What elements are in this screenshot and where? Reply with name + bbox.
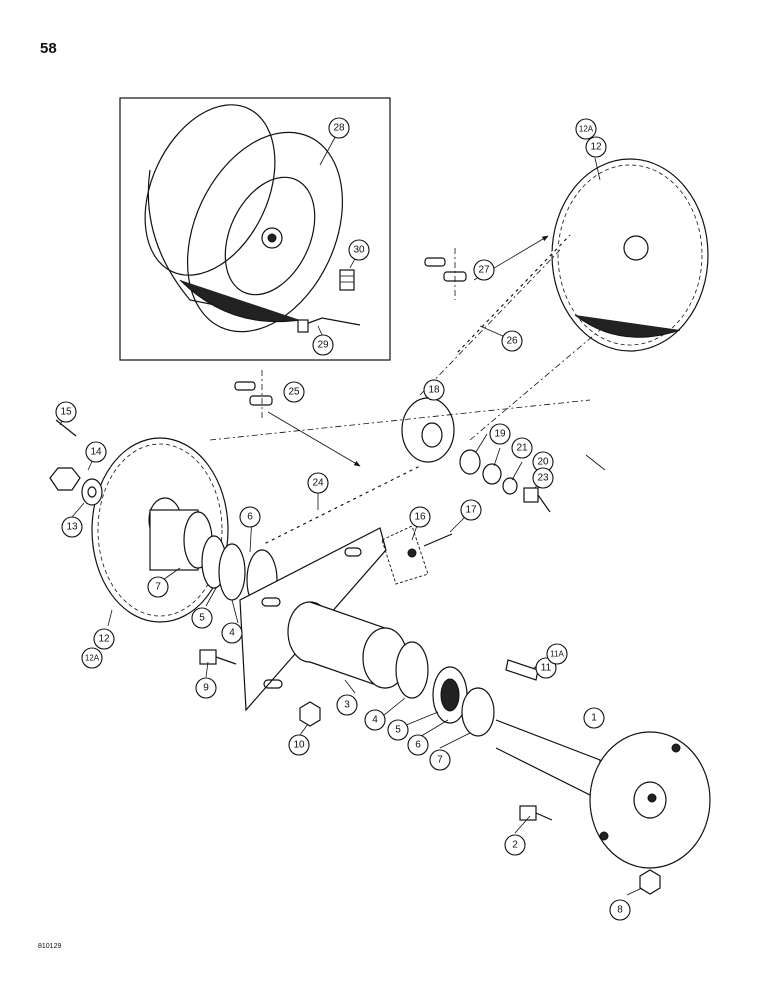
bearing-set-upper xyxy=(201,535,278,611)
svg-text:18: 18 xyxy=(428,385,440,396)
callout-4a: 4 xyxy=(221,622,243,644)
master-link-lower xyxy=(234,370,273,420)
svg-text:11: 11 xyxy=(541,663,552,674)
callout-17: 17 xyxy=(460,499,482,521)
svg-text:4: 4 xyxy=(372,715,378,726)
svg-text:11A: 11A xyxy=(550,650,564,659)
arrow-lower xyxy=(267,411,361,467)
svg-text:15: 15 xyxy=(60,407,72,418)
plate-bolt xyxy=(199,649,237,665)
callout-18: 18 xyxy=(423,379,445,401)
callout-6b: 6 xyxy=(407,734,429,756)
callout-27: 27 xyxy=(473,259,495,281)
chain-tensioner xyxy=(381,525,453,585)
sprocket-spacer-assembly xyxy=(459,449,551,513)
wheel-nut xyxy=(639,869,661,895)
callout-23: 23 xyxy=(532,467,554,489)
shaft-key xyxy=(505,659,539,681)
callout-19: 19 xyxy=(489,423,511,445)
svg-text:2: 2 xyxy=(512,840,518,851)
svg-text:14: 14 xyxy=(90,447,102,458)
callout-24: 24 xyxy=(307,472,329,494)
svg-text:17: 17 xyxy=(465,505,477,516)
bearing-set-lower xyxy=(395,641,495,737)
svg-text:1: 1 xyxy=(591,713,597,724)
svg-text:27: 27 xyxy=(478,265,490,276)
svg-text:12: 12 xyxy=(590,142,602,153)
svg-text:23: 23 xyxy=(537,473,549,484)
svg-text:9: 9 xyxy=(203,683,209,694)
svg-text:4: 4 xyxy=(229,628,235,639)
large-sprocket-right xyxy=(551,158,709,352)
callout-9: 9 xyxy=(195,677,217,699)
callout-26: 26 xyxy=(501,330,523,352)
document-code: 810129 xyxy=(38,943,62,950)
svg-text:13: 13 xyxy=(66,522,78,533)
callout-8: 8 xyxy=(609,899,631,921)
plate-nut xyxy=(299,701,321,727)
svg-text:6: 6 xyxy=(415,740,421,751)
svg-text:25: 25 xyxy=(288,387,300,398)
callout-10: 10 xyxy=(288,734,310,756)
bearing-housing-tube xyxy=(287,601,408,689)
callout-7b: 7 xyxy=(429,749,451,771)
svg-text:21: 21 xyxy=(516,443,528,454)
svg-text:10: 10 xyxy=(293,740,305,751)
svg-text:29: 29 xyxy=(317,340,329,351)
wheel-bolt xyxy=(519,805,553,821)
wheel-inset xyxy=(119,97,391,361)
callout-11: 11 xyxy=(535,657,557,679)
callout-4b: 4 xyxy=(364,709,386,731)
small-sprocket xyxy=(401,397,455,463)
sprocket-hub xyxy=(148,497,213,571)
callout-5b: 5 xyxy=(387,719,409,741)
callout-30: 30 xyxy=(348,239,370,261)
svg-text:7: 7 xyxy=(437,755,443,766)
callout-12-left: 12 xyxy=(93,628,115,650)
callout-11a: 11A xyxy=(546,643,568,665)
svg-text:19: 19 xyxy=(494,429,506,440)
svg-text:16: 16 xyxy=(414,512,426,523)
callout-16: 16 xyxy=(409,506,431,528)
callout-14: 14 xyxy=(85,441,107,463)
page-number: 58 xyxy=(40,40,57,57)
callout-12-right: 12 xyxy=(585,136,607,158)
svg-text:5: 5 xyxy=(199,613,205,624)
svg-text:26: 26 xyxy=(506,336,518,347)
castle-nut-assembly xyxy=(49,419,103,506)
axle-shaft xyxy=(495,719,711,869)
svg-text:8: 8 xyxy=(617,905,623,916)
svg-text:12: 12 xyxy=(98,634,110,645)
callout-5a: 5 xyxy=(191,607,213,629)
callout-1: 1 xyxy=(583,707,605,729)
svg-text:12A: 12A xyxy=(579,125,594,134)
callout-6a: 6 xyxy=(239,506,261,528)
svg-text:20: 20 xyxy=(537,457,549,468)
callout-2: 2 xyxy=(504,834,526,856)
svg-text:3: 3 xyxy=(344,700,350,711)
svg-text:30: 30 xyxy=(353,245,365,256)
svg-text:24: 24 xyxy=(312,478,324,489)
callout-25: 25 xyxy=(283,381,305,403)
callout-21: 21 xyxy=(511,437,533,459)
callout-15: 15 xyxy=(55,401,77,423)
svg-text:7: 7 xyxy=(155,582,161,593)
master-link-upper xyxy=(424,248,467,300)
callout-12a-left: 12A xyxy=(81,647,103,669)
callout-12a-right: 12A xyxy=(575,118,597,140)
callout-3: 3 xyxy=(336,694,358,716)
chain-lower xyxy=(261,464,421,547)
callout-28: 28 xyxy=(328,117,350,139)
svg-text:6: 6 xyxy=(247,512,253,523)
callout-labels: 1 2 3 4 4 5 5 6 6 7 7 8 9 10 11 11A 12 1… xyxy=(55,117,631,921)
svg-text:28: 28 xyxy=(333,123,345,134)
callout-13: 13 xyxy=(61,516,83,538)
svg-text:12A: 12A xyxy=(85,654,100,663)
svg-text:5: 5 xyxy=(395,725,401,736)
callout-29: 29 xyxy=(312,334,334,356)
chain-upper xyxy=(453,233,572,357)
callout-7a: 7 xyxy=(147,576,169,598)
